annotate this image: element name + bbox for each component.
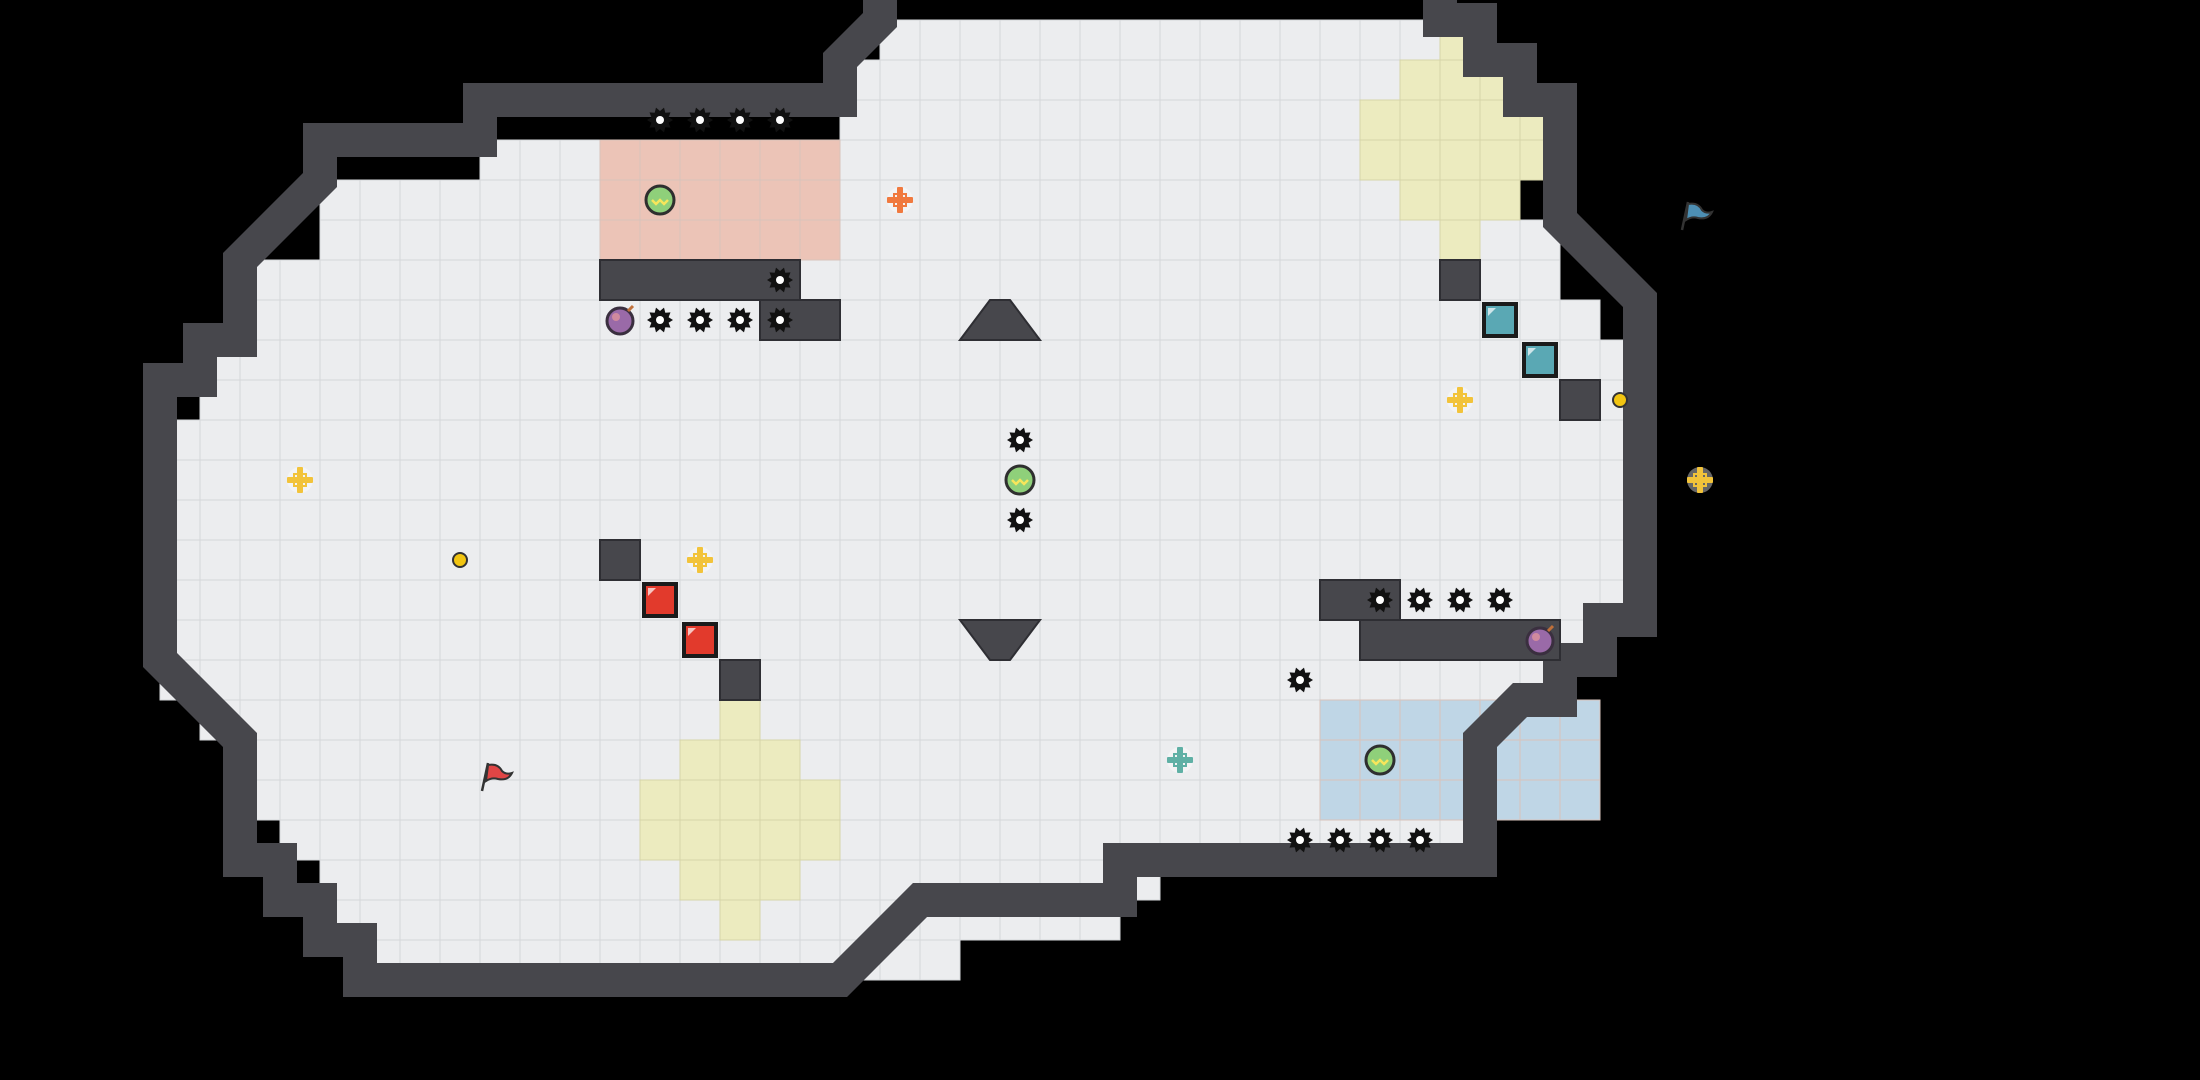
green-orb-icon <box>644 184 676 216</box>
coin-icon <box>452 552 468 568</box>
spike-icon <box>1287 667 1313 693</box>
spike-icon <box>1447 587 1473 613</box>
bomb-icon <box>1525 624 1555 656</box>
spike-icon <box>1007 427 1033 453</box>
crosshair-icon <box>287 467 313 493</box>
spike-icon <box>1367 827 1393 853</box>
crosshair-icon <box>1687 467 1713 493</box>
red-zone <box>599 139 841 261</box>
red-block-icon <box>642 582 678 618</box>
wall-block-right-low <box>1559 379 1601 421</box>
green-orb-icon <box>1364 744 1396 776</box>
walls <box>143 0 1657 997</box>
spike-icon <box>1487 587 1513 613</box>
bomb-icon <box>605 304 635 336</box>
spike-icon <box>687 307 713 333</box>
blue-zone <box>1319 699 1601 821</box>
red-block-icon <box>682 622 718 658</box>
teal-block-icon <box>1522 342 1558 378</box>
crosshair-icon <box>687 547 713 573</box>
blue-flag-icon <box>1680 201 1714 231</box>
red-flag-icon <box>480 762 514 792</box>
crosshair-icon <box>887 187 913 213</box>
wall-block-right <box>1439 259 1481 301</box>
wall-block-left-low <box>719 659 761 701</box>
spike-icon <box>767 267 793 293</box>
crosshair-icon <box>1167 747 1193 773</box>
spike-icon <box>767 307 793 333</box>
spike-icon <box>1407 587 1433 613</box>
yellow-zone-bottom <box>639 699 841 941</box>
green-orb-icon <box>1004 464 1036 496</box>
wall-block-left <box>599 539 641 581</box>
ramp-bottom <box>958 619 1042 661</box>
crosshair-icon <box>1447 387 1473 413</box>
outer-wall <box>143 0 1657 997</box>
spike-icon <box>647 107 673 133</box>
spike-icon <box>687 107 713 133</box>
floor <box>159 19 1641 981</box>
spike-icon <box>767 107 793 133</box>
yellow-zone-top <box>1359 19 1561 261</box>
spike-icon <box>1007 507 1033 533</box>
coin-icon <box>1612 392 1628 408</box>
spike-icon <box>1407 827 1433 853</box>
spike-icon <box>1367 587 1393 613</box>
spike-icon <box>1327 827 1353 853</box>
teal-block-icon <box>1482 302 1518 338</box>
entities <box>287 107 1714 853</box>
spike-icon <box>727 107 753 133</box>
wall-ledge-top-left <box>599 259 801 301</box>
spike-icon <box>1287 827 1313 853</box>
ramp-top <box>958 299 1042 341</box>
spike-icon <box>727 307 753 333</box>
spike-icon <box>647 307 673 333</box>
